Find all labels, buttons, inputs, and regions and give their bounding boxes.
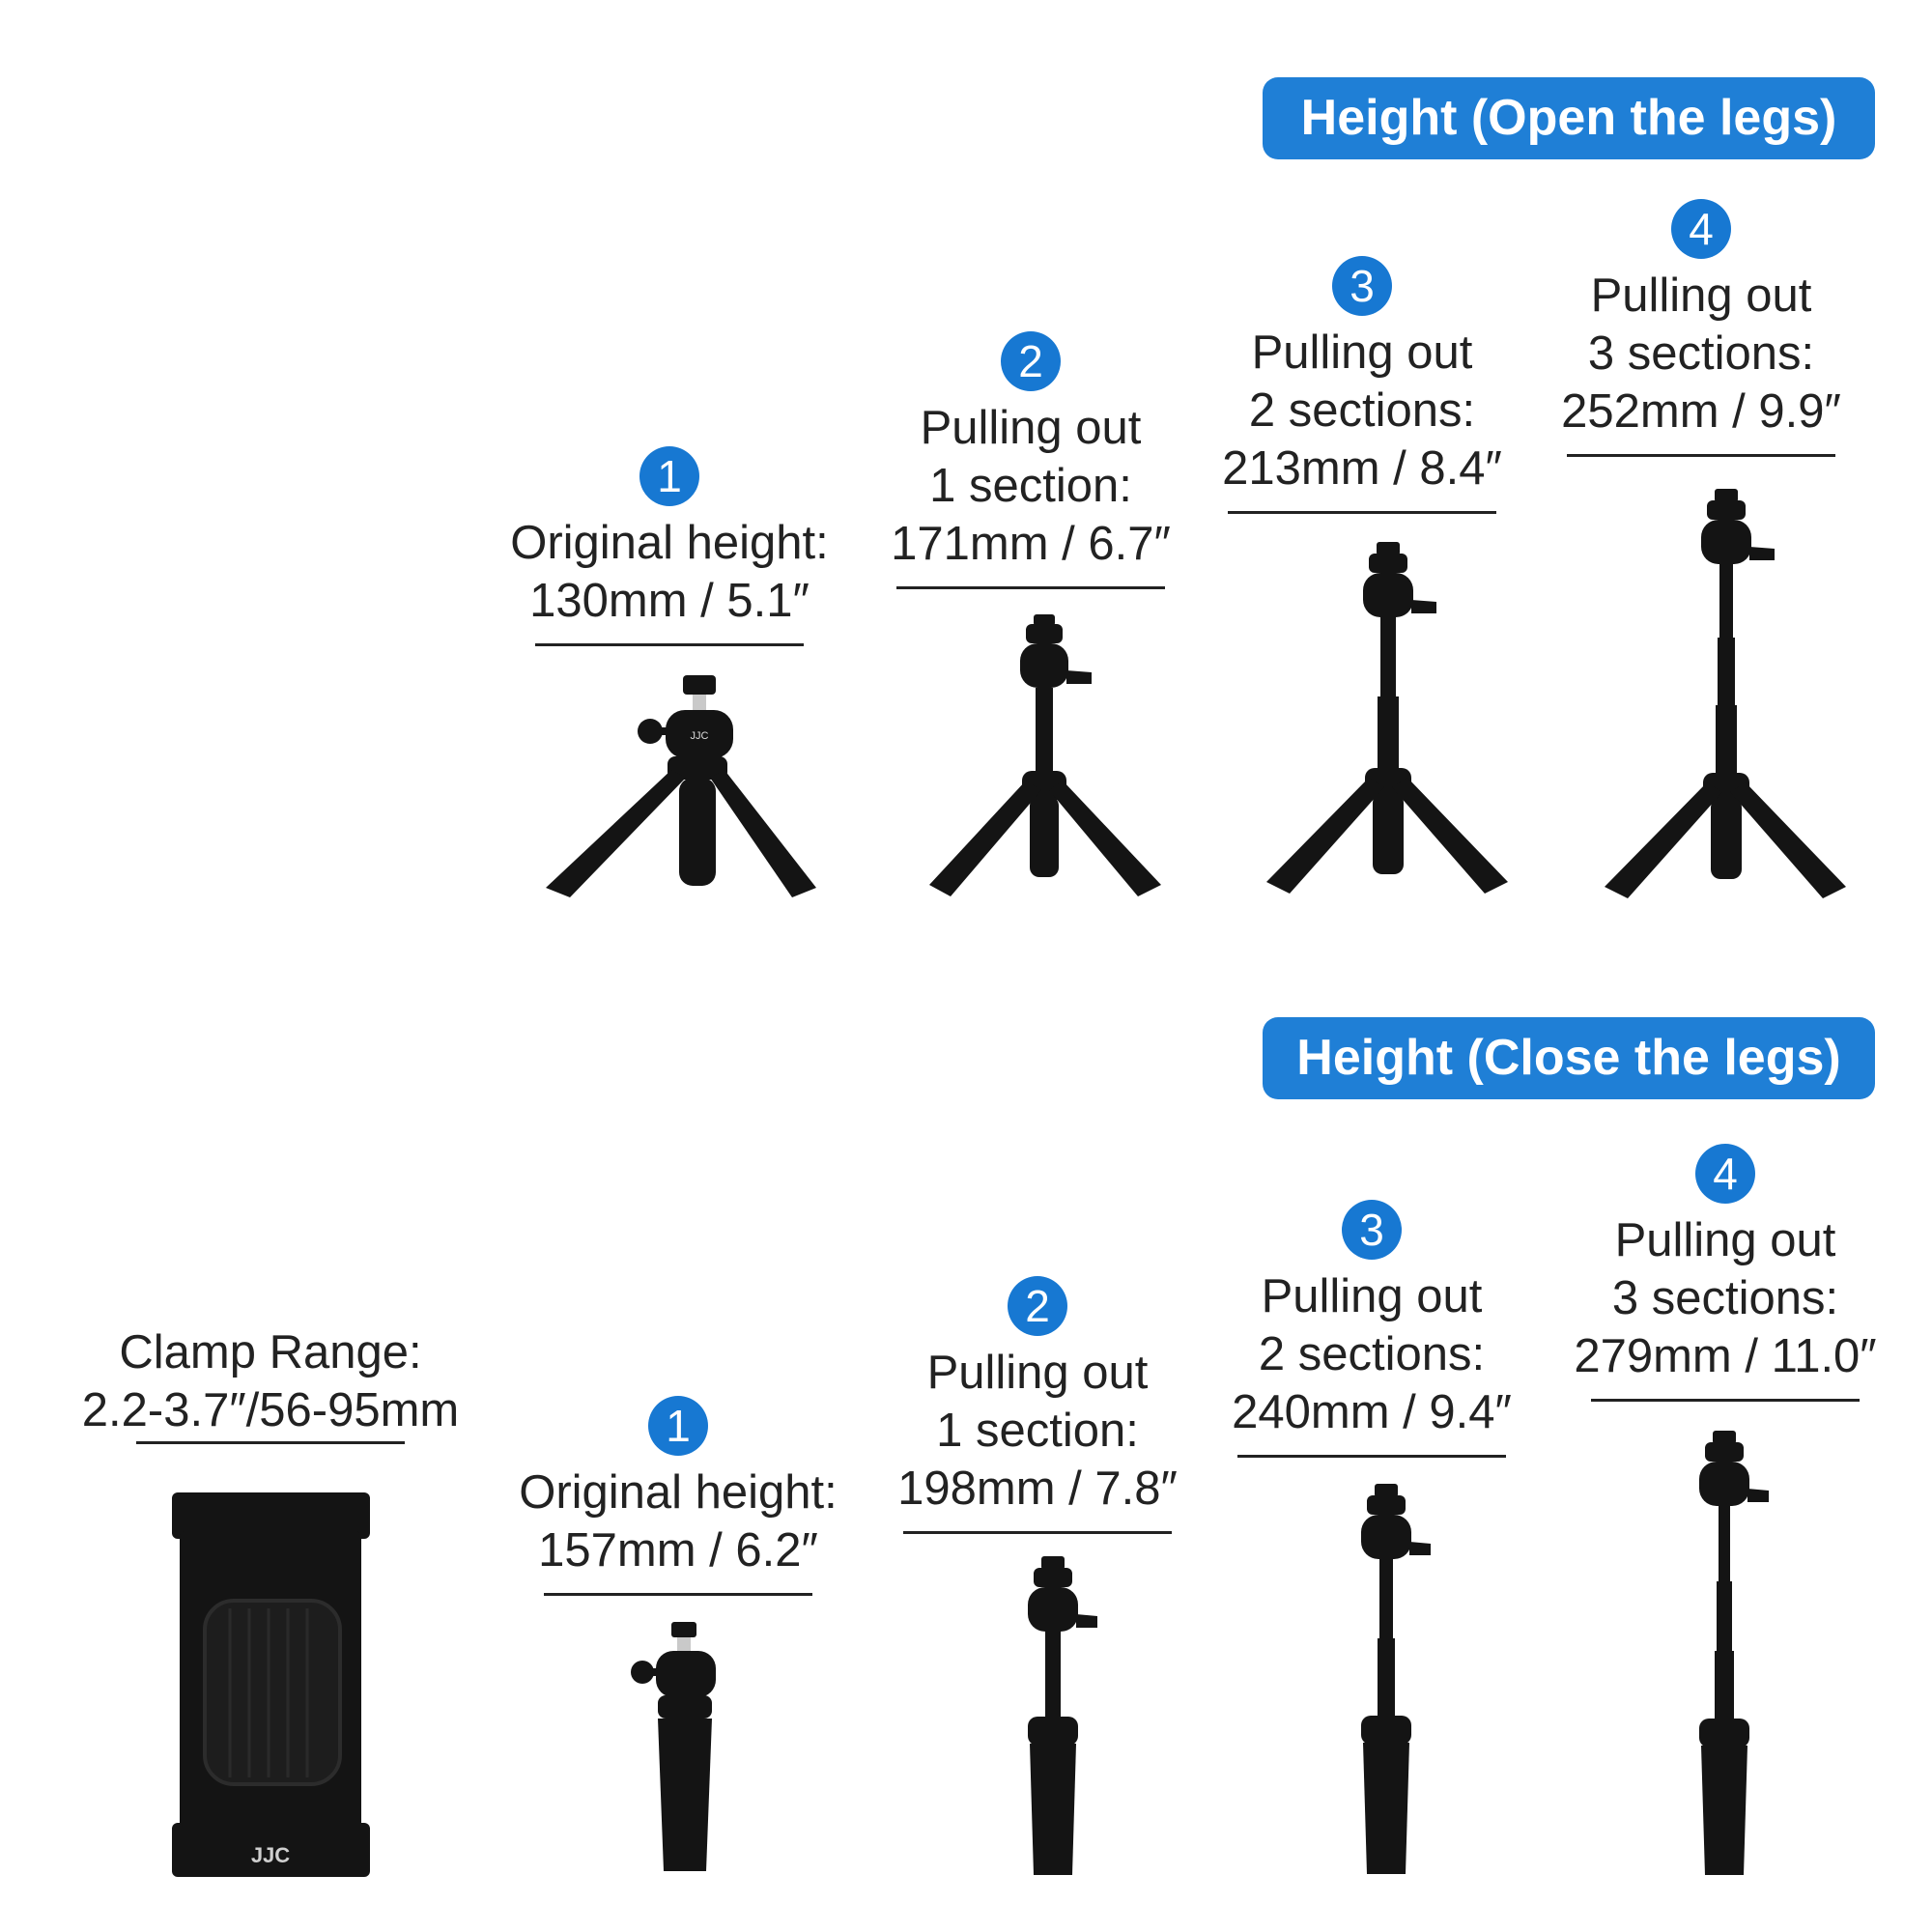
step-number-badge: 3: [1342, 1200, 1402, 1260]
tripod-closed-original: [623, 1618, 729, 1879]
banner-open-legs: Height (Open the legs): [1263, 77, 1875, 159]
open-step-3: 3 Pulling out 2 sections: 213mm / 8.4″: [1193, 256, 1531, 514]
underline-divider: [1228, 511, 1496, 514]
underline-divider: [903, 1531, 1172, 1534]
step-label-line: Pulling out: [920, 402, 1142, 454]
phone-clamp-holder: JJC: [172, 1492, 370, 1879]
step-label-line: Pulling out: [1590, 270, 1812, 322]
step-label-line: Pulling out: [1251, 327, 1473, 379]
step-height-value: 157mm / 6.2″: [538, 1524, 818, 1577]
step-label-line: Original height:: [510, 517, 829, 569]
step-label-line: 2 sections:: [1258, 1328, 1486, 1380]
open-step-1: 1 Original height: 130mm / 5.1″: [500, 446, 838, 646]
tripod-open-3-sections: [1599, 483, 1850, 908]
tripod-closed-3-sections: [1676, 1425, 1773, 1879]
close-step-4: 4 Pulling out 3 sections: 279mm / 11.0″: [1551, 1144, 1899, 1402]
step-height-value: 198mm / 7.8″: [897, 1463, 1178, 1515]
underline-divider: [136, 1441, 405, 1444]
clamp-range-title: Clamp Range:: [119, 1326, 422, 1378]
tripod-open-1-section: [925, 607, 1167, 906]
close-step-3: 3 Pulling out 2 sections: 240mm / 9.4″: [1203, 1200, 1541, 1458]
step-label-line: Pulling out: [926, 1347, 1149, 1399]
underline-divider: [1591, 1399, 1860, 1402]
tripod-closed-2-sections: [1338, 1478, 1435, 1879]
step-label-line: 3 sections:: [1587, 327, 1815, 380]
step-height-value: 213mm / 8.4″: [1222, 442, 1502, 495]
step-label-line: 1 section:: [929, 460, 1132, 512]
banner-close-legs: Height (Close the legs): [1263, 1017, 1875, 1099]
clamp-range-label: Clamp Range: 2.2-3.7″/56-95mm: [48, 1323, 493, 1444]
step-label-line: 2 sections:: [1248, 384, 1476, 437]
close-step-1: 1 Original height: 157mm / 6.2″: [509, 1396, 847, 1596]
step-number-badge: 2: [1008, 1276, 1067, 1336]
underline-divider: [535, 643, 804, 646]
step-number-badge: 4: [1671, 199, 1731, 259]
step-number-badge: 1: [639, 446, 699, 506]
tripod-open-original: JJC: [536, 673, 816, 905]
clamp-range-value: 2.2-3.7″/56-95mm: [81, 1384, 460, 1436]
step-label-line: Pulling out: [1261, 1270, 1483, 1322]
step-number-badge: 4: [1695, 1144, 1755, 1204]
step-height-value: 130mm / 5.1″: [529, 575, 810, 627]
step-label-line: Pulling out: [1614, 1214, 1836, 1266]
open-step-4: 4 Pulling out 3 sections: 252mm / 9.9″: [1532, 199, 1870, 457]
underline-divider: [1237, 1455, 1506, 1458]
tripod-closed-1-section: [1005, 1550, 1101, 1879]
step-height-value: 240mm / 9.4″: [1232, 1386, 1512, 1438]
open-step-2: 2 Pulling out 1 section: 171mm / 6.7″: [862, 331, 1200, 589]
close-step-2: 2 Pulling out 1 section: 198mm / 7.8″: [868, 1276, 1207, 1534]
step-label-line: 3 sections:: [1611, 1272, 1839, 1324]
underline-divider: [896, 586, 1165, 589]
step-number-badge: 1: [648, 1396, 708, 1456]
brand-logo: JJC: [691, 730, 709, 742]
step-number-badge: 3: [1332, 256, 1392, 316]
brand-logo: JJC: [251, 1843, 290, 1867]
step-height-value: 252mm / 9.9″: [1561, 385, 1841, 438]
step-number-badge: 2: [1001, 331, 1061, 391]
underline-divider: [1567, 454, 1835, 457]
underline-divider: [544, 1593, 812, 1596]
step-height-value: 171mm / 6.7″: [891, 518, 1171, 570]
tripod-open-2-sections: [1261, 536, 1512, 903]
step-label-line: Original height:: [519, 1466, 838, 1519]
step-label-line: 1 section:: [936, 1405, 1139, 1457]
step-height-value: 279mm / 11.0″: [1574, 1330, 1877, 1382]
